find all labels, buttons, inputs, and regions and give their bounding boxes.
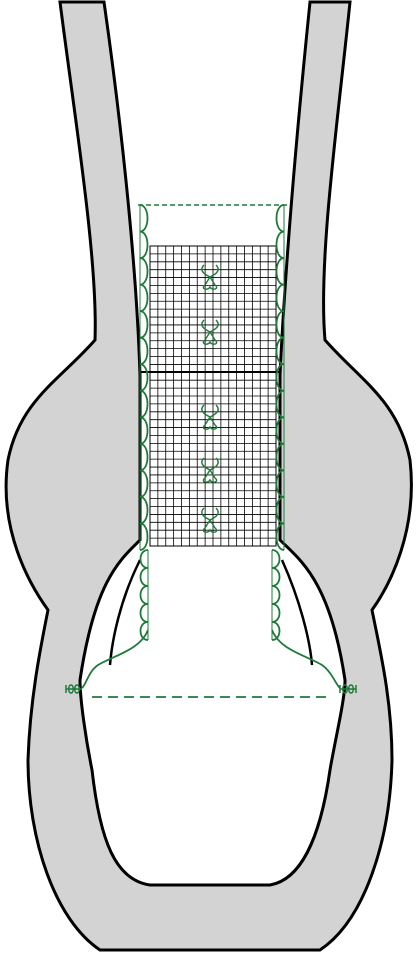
lace-motif [202, 265, 218, 289]
inner-curve-left [110, 560, 140, 665]
lace-scallop-chain [272, 550, 280, 640]
lace-scallop-chain [141, 550, 149, 640]
lace-lower-right [272, 550, 280, 640]
grid [150, 246, 276, 546]
lace-motif [202, 405, 218, 429]
lace-lower-left [141, 550, 149, 640]
lace-tail-left [82, 630, 148, 688]
lace-motif [202, 320, 218, 344]
lace-motif [202, 508, 218, 532]
inner-curve-right [282, 560, 312, 665]
lace-motif [202, 458, 218, 482]
motifs [202, 265, 218, 532]
frame-body [6, 2, 411, 950]
lace-tail-right [272, 630, 340, 688]
